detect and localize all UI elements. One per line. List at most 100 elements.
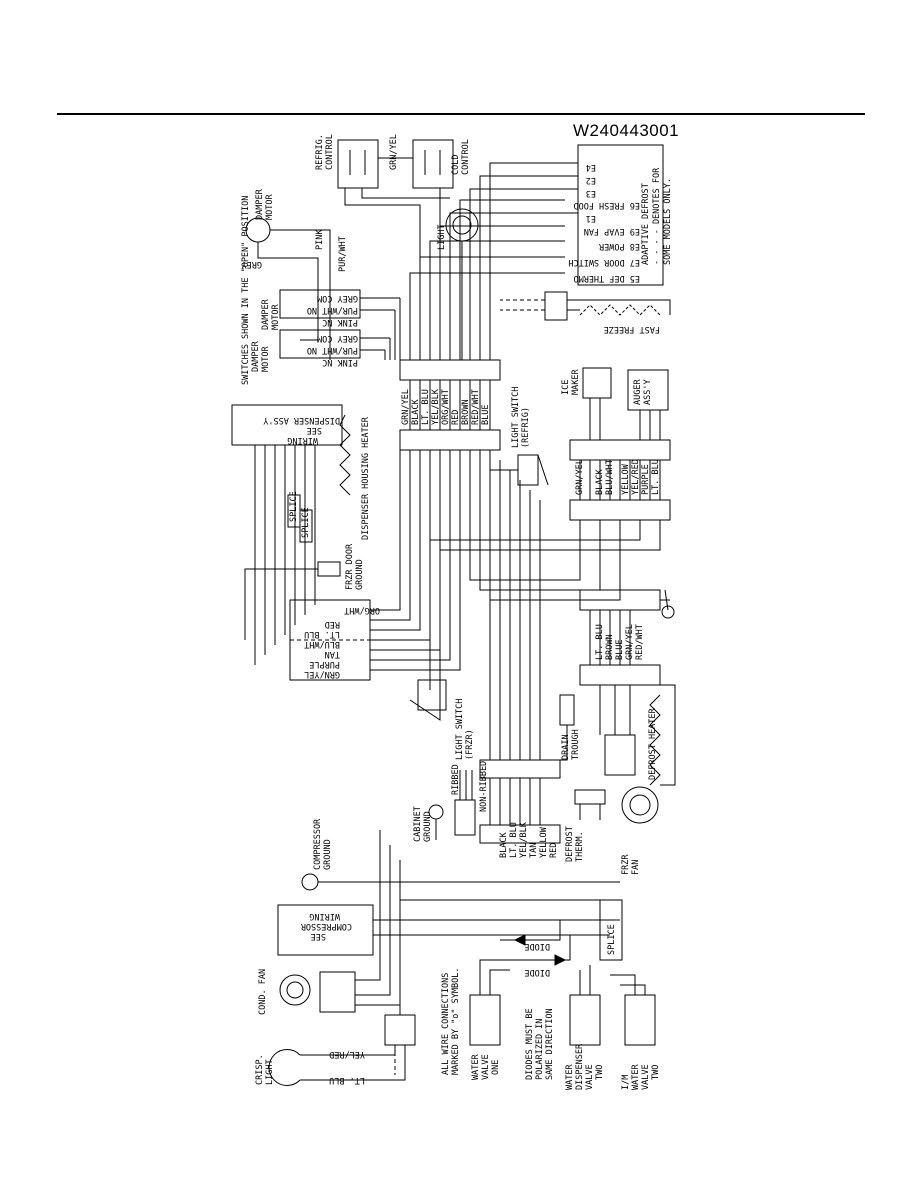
door-wire-5: TAN — [325, 649, 340, 659]
compressor-connector-top — [479, 759, 561, 779]
comp-wire-4: TAN — [529, 843, 539, 858]
splice-b — [299, 509, 313, 543]
comp-wire-3: YEL/BLK — [519, 821, 529, 858]
terminal-e1: E1 — [586, 213, 596, 223]
water-dispenser-valve — [569, 994, 601, 1046]
crisp-light-1: CRISP. — [255, 1054, 265, 1085]
evap-connector-bottom — [579, 664, 661, 686]
secondary-connector — [399, 429, 501, 451]
cold-control-body — [412, 139, 454, 189]
evap-wire-5: RED/WHT — [635, 624, 645, 660]
main-wire-3: LT. BLU — [421, 389, 431, 425]
drain-trough-2: TROUGH — [571, 729, 581, 760]
adaptive-defrost-title: ADAPTIVE DEFROST — [641, 183, 651, 265]
water-valve-one-1: WATER — [471, 1054, 481, 1080]
light-switch-refrig-1: LIGHT SWITCH — [511, 387, 521, 448]
splice-right — [599, 899, 623, 961]
note-diodes-2: POLARIZED IN — [535, 1019, 545, 1080]
lt-blu-label: LT. BLU — [329, 1075, 365, 1085]
crisp-light-bulb — [268, 1049, 301, 1086]
splice-right-label: SPLICE — [607, 924, 617, 955]
main-wire-1: GRN/YEL — [401, 389, 411, 425]
crisp-light-2: LIGHT — [265, 1059, 275, 1085]
door-wire-4: BLU/WHT — [304, 639, 340, 649]
note-diodes-3: SAME DIRECTION — [545, 1008, 555, 1080]
terminal-e5: E5 DEF THERMO — [573, 273, 640, 283]
damper-motor-b-label-2: MOTOR — [261, 346, 271, 372]
im-valve-1: I/M — [621, 1075, 631, 1090]
main-wire-2: BLACK — [411, 399, 421, 425]
see-compressor-1: SEE — [311, 931, 326, 941]
switch-b-com: GREY COM — [317, 333, 358, 343]
yel-red-label: YEL/RED — [329, 1049, 365, 1059]
comp-wire-6: RED — [549, 843, 559, 858]
switch-b-no: PUR/WHT NO — [307, 345, 358, 355]
terminal-e4: E4 — [586, 162, 596, 172]
ice-wire-6: PURPLE — [641, 464, 651, 495]
door-wire-6: PURPLE — [309, 659, 340, 669]
comp-wire-2: LT. BLU — [509, 822, 519, 858]
diode-a-label: DIODE — [524, 941, 550, 951]
refrig-control-label-1: REFRIG. — [315, 134, 325, 170]
pur-wht-label: PUR/WHT — [338, 236, 348, 272]
defrost-therm — [574, 789, 606, 805]
refrig-light-bulb — [445, 208, 479, 242]
im-valve-2: WATER — [631, 1064, 641, 1090]
damper-motor-a-label-2: MOTOR — [271, 304, 281, 330]
defrost-heater-coil — [649, 694, 661, 786]
light-switch-frzr-1: LIGHT SWITCH — [455, 699, 465, 760]
terminal-e2: E2 — [586, 175, 596, 185]
pink-label: PINK — [315, 229, 325, 250]
crisp-light-connector — [384, 1014, 416, 1046]
defrost-heater-label: DEFROST HEATER — [648, 707, 658, 780]
frzr-fan-motor — [621, 786, 659, 824]
water-valve-one-3: ONE — [491, 1060, 501, 1075]
refrig-light-switch — [517, 454, 539, 486]
note-connections-1: ALL WIRE CONNECTIONS — [441, 973, 451, 1075]
grey-label: GREY — [242, 259, 262, 269]
damper-motor-top-label-2: MOTOR — [265, 194, 275, 220]
dispenser-valve-3: VALVE — [585, 1064, 595, 1090]
damper-switch-b-body — [279, 329, 361, 359]
evap-wire-4: GRN/YEL — [625, 624, 635, 660]
fast-freeze-switch — [544, 291, 568, 321]
comp-wire-5: YELLOW — [539, 826, 549, 858]
dispenser-valve-2: DISPENSER — [575, 1043, 585, 1090]
frzr-light-switch — [417, 679, 447, 711]
refrig-control-body — [337, 139, 379, 189]
drain-trough-heater — [559, 694, 575, 726]
light-switch-frzr-2: (FRZR) — [465, 729, 475, 760]
compressor-wiring-box — [277, 904, 374, 956]
diode-b-label: DIODE — [524, 967, 550, 977]
im-valve-4: TWO — [651, 1065, 661, 1080]
door-wire-3: LT. BLU — [304, 629, 340, 639]
main-wire-6: RED — [451, 410, 461, 425]
evap-wire-1: LT. BLU — [595, 624, 605, 660]
compressor-ground-2: GROUND — [323, 839, 333, 870]
ice-connector-bottom — [569, 499, 671, 521]
defrost-therm-1: DEFROST — [565, 826, 575, 862]
cabinet-ground-1: CABINET — [413, 806, 423, 842]
damper-motor-b-label-1: DAMPER — [251, 340, 261, 372]
refrig-control-label-2: CONTROL — [325, 134, 335, 170]
main-wire-9: BLUE — [481, 405, 491, 425]
switch-a-no: PUR/WHT NO — [307, 305, 358, 315]
main-wire-8: RED/WHT — [471, 389, 481, 425]
cond-fan-label: COND. FAN — [258, 969, 268, 1015]
door-wire-2: RED — [325, 619, 340, 629]
main-connector — [399, 359, 501, 381]
light-label: LIGHT — [437, 224, 447, 250]
ice-wire-5: YEL/RED — [631, 459, 641, 495]
damper-motor-top-label-1: DAMPER — [255, 188, 265, 220]
light-switch-refrig-2: (REFRIG) — [521, 407, 531, 448]
adaptive-defrost-box — [577, 144, 664, 286]
switch-a-com: GREY COM — [317, 293, 358, 303]
ice-maker-label-1: ICE — [561, 380, 571, 395]
see-dispenser-1: SEE — [307, 425, 322, 435]
ice-wire-1: GRN/YEL — [575, 459, 585, 495]
terminal-e3: E3 — [586, 188, 596, 198]
diagram-linework — [231, 139, 676, 1086]
switch-a-nc: PINK NC — [322, 317, 358, 327]
door-wire-7: GRN/YEL — [304, 669, 340, 679]
